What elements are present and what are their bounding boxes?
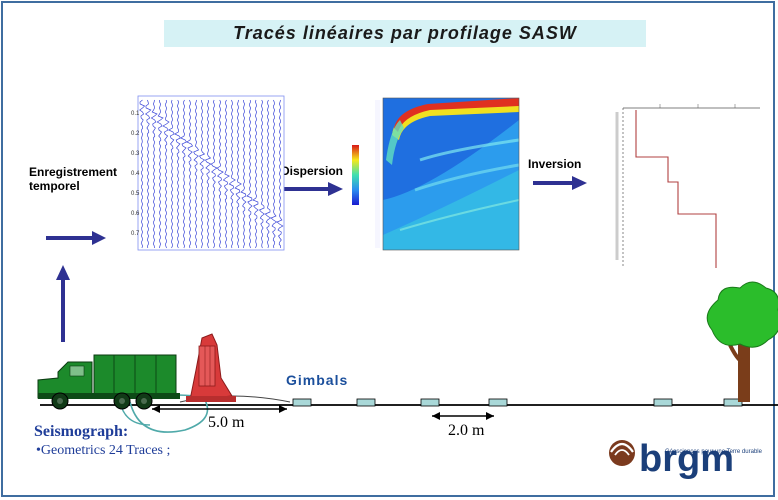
seismograph-cable (129, 399, 209, 433)
seismogram-tick: 0.6 (131, 211, 140, 217)
arrow-to-dispersion (283, 182, 343, 196)
geophone (488, 398, 508, 407)
dispersion-colorbar (352, 145, 359, 205)
seismogram-tick: 0.7 (131, 231, 140, 237)
distance-2m-arrow (432, 412, 494, 420)
brgm-tagline: Géosciences pour une Terre durable (665, 449, 762, 455)
inversion-profile (615, 104, 760, 268)
seismic-trace (222, 99, 230, 249)
dispersion-image (352, 97, 520, 251)
arrow-up (56, 265, 70, 342)
arrow-to-inversion (533, 176, 587, 190)
geophone (723, 398, 743, 407)
slide-title: Tracés linéaires par profilage SASW (233, 23, 577, 43)
geophones (292, 398, 743, 407)
gimbals-label: Gimbals (286, 372, 349, 388)
seismic-trace (204, 99, 212, 249)
title-band (164, 20, 646, 47)
vibrator-icon (186, 333, 236, 402)
seismic-trace (186, 99, 194, 249)
seismic-trace (193, 99, 200, 248)
seismic-trace (216, 99, 224, 249)
brgm-logo-text: brgm (639, 438, 734, 480)
seismic-trace (198, 99, 206, 249)
seismic-trace (264, 99, 272, 249)
distance-5m-arrow (152, 405, 287, 413)
seismogram-tick: 0.5 (131, 191, 140, 197)
seismic-trace (168, 99, 175, 249)
geophone (356, 398, 376, 407)
geometrics-label: •Geometrics 24 Traces ; (36, 443, 171, 458)
seismic-trace (180, 99, 187, 249)
distance-2m-label: 2.0 m (448, 422, 485, 439)
seismic-trace (210, 99, 218, 249)
tree-icon (706, 281, 778, 402)
seismic-trace (252, 99, 259, 249)
seismograph-label: Seismograph: (34, 423, 129, 440)
seismic-trace (240, 99, 247, 249)
dispersion-label: Dispersion (281, 164, 344, 178)
seismic-trace (162, 99, 170, 249)
arrow-to-recording (46, 231, 106, 245)
seismic-trace (246, 99, 253, 249)
seismic-trace (150, 99, 158, 249)
temporel-label: temporel (29, 179, 80, 193)
seismogram-traces (139, 99, 284, 249)
inversion-label: Inversion (528, 157, 582, 171)
brgm-logo (609, 440, 635, 466)
seismic-trace (174, 99, 181, 249)
geophone (292, 398, 312, 407)
seismic-trace (270, 99, 278, 249)
seismic-trace (139, 99, 146, 249)
seismic-trace (144, 99, 152, 249)
distance-5m-label: 5.0 m (208, 414, 245, 431)
seismogram-tick: 0.1 (131, 111, 140, 117)
seismic-trace (156, 100, 164, 249)
seismic-trace (228, 99, 236, 249)
geophone (653, 398, 673, 407)
seismic-trace (276, 99, 284, 249)
seismogram-tick: 0.3 (131, 151, 140, 157)
seismogram-plot: 0.1 0.2 0.3 0.4 0.5 0.6 0.7 (131, 95, 285, 251)
truck-icon (37, 354, 180, 410)
seismic-trace (258, 99, 265, 249)
seismogram-tick: 0.4 (131, 171, 140, 177)
enregistrement-label: Enregistrement (29, 165, 118, 179)
geophone (420, 398, 440, 407)
seismic-trace (234, 99, 242, 248)
seismogram-tick: 0.2 (131, 131, 140, 137)
